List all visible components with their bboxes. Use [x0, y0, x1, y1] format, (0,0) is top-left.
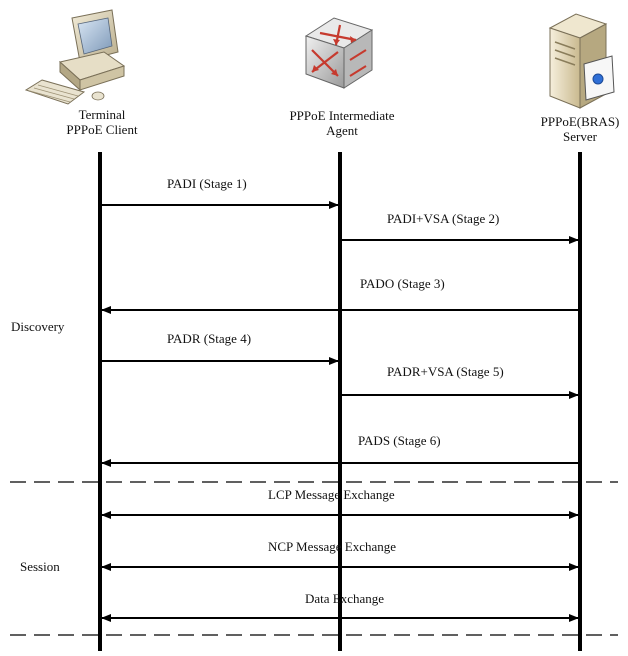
server-tower-icon: [548, 13, 615, 109]
message-label-data: Data Exchange: [305, 591, 385, 606]
agent-label: PPPoE Intermediate Agent: [260, 108, 424, 138]
client-label: Terminal PPPoE Client: [40, 107, 164, 137]
agent-label-line2: Agent: [326, 123, 358, 138]
message-label-padr-vsa: PADR+VSA (Stage 5): [387, 364, 504, 379]
agent-label-line1: PPPoE Intermediate: [289, 108, 395, 123]
message-label-padi: PADI (Stage 1): [167, 176, 247, 191]
desktop-computer-icon: [24, 9, 126, 105]
message-label-pads: PADS (Stage 6): [358, 433, 441, 448]
phase-session-label: Session: [20, 559, 60, 574]
router-switch-icon: [304, 17, 374, 89]
message-label-pado: PADO (Stage 3): [360, 276, 445, 291]
message-label-padr: PADR (Stage 4): [167, 331, 252, 346]
message-label-padi-vsa: PADI+VSA (Stage 2): [387, 211, 500, 226]
phase-discovery-label: Discovery: [11, 319, 65, 334]
server-label: PPPoE(BRAS) Server: [532, 114, 628, 144]
client-label-line1: Terminal: [78, 107, 126, 122]
client-label-line2: PPPoE Client: [66, 122, 138, 137]
message-label-lcp: LCP Message Exchange: [268, 487, 395, 502]
server-label-line1: PPPoE(BRAS): [540, 114, 620, 129]
server-label-line2: Server: [563, 129, 597, 144]
message-label-ncp: NCP Message Exchange: [268, 539, 397, 554]
